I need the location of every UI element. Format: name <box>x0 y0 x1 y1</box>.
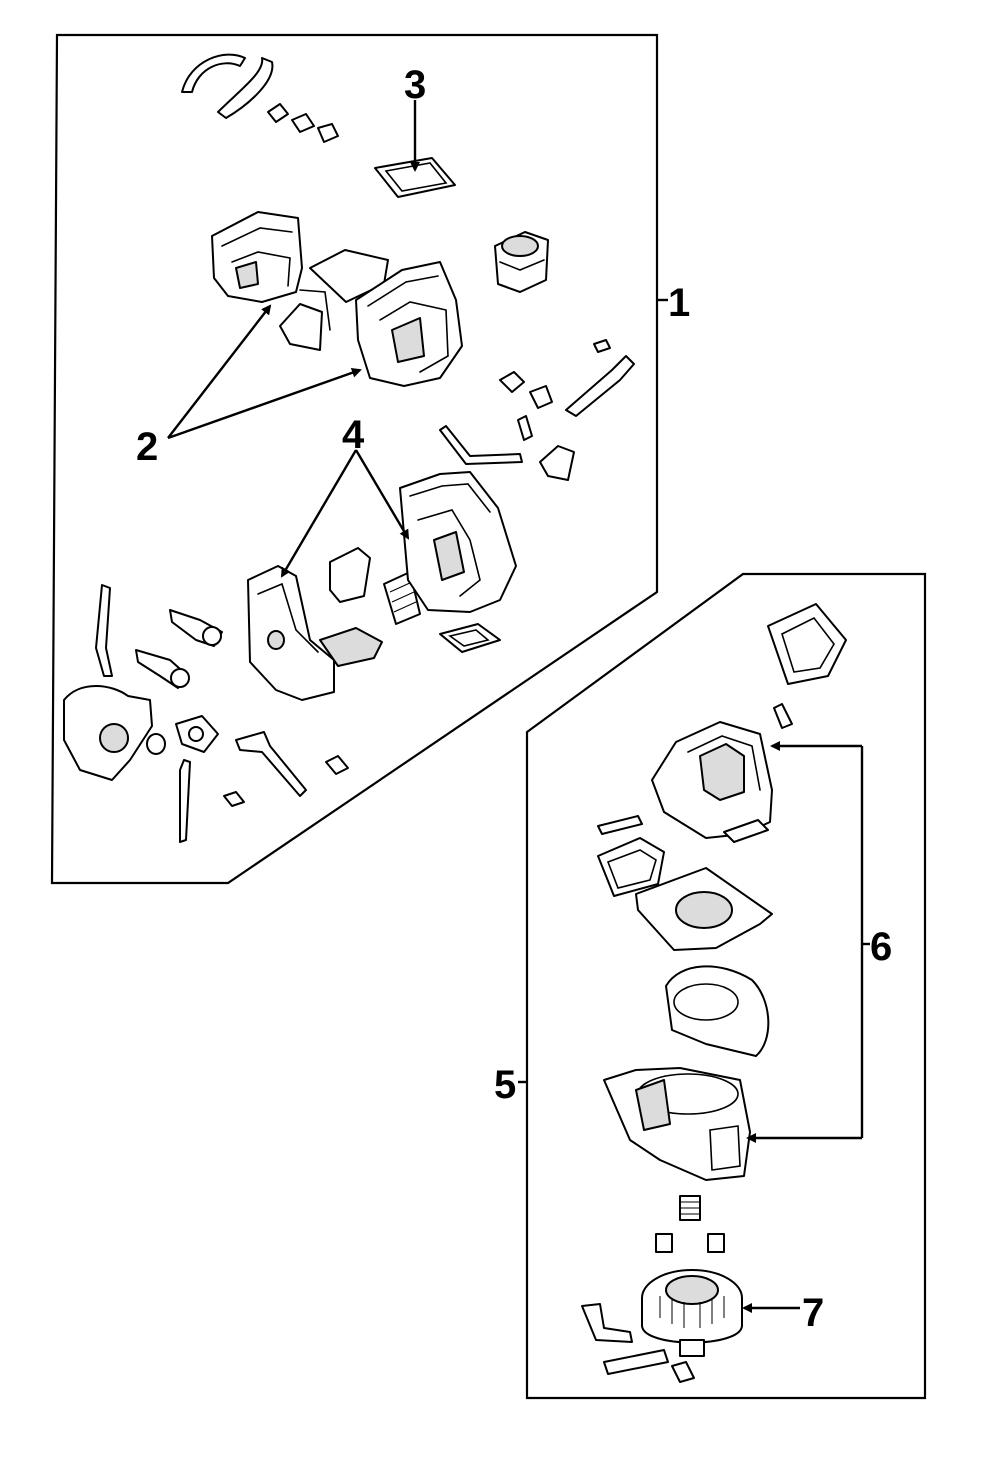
leader-4a <box>280 449 358 578</box>
heater-case-upper-right <box>355 261 463 387</box>
heater-unit-assembly: 1 2 3 4 <box>50 33 690 885</box>
heater-case-lower-right <box>399 471 517 653</box>
blower-case <box>603 1067 751 1181</box>
callout-2: 2 <box>136 425 158 469</box>
blower-motor <box>641 1269 743 1357</box>
leader-2a <box>167 304 272 439</box>
callout-5: 5 <box>494 1063 516 1107</box>
actuator-motor <box>494 231 549 293</box>
clip <box>773 703 793 729</box>
leader-2b <box>167 367 362 440</box>
callout-1: 1 <box>668 281 690 325</box>
heater-case-lower-left <box>247 565 383 701</box>
part-3-seal <box>374 157 456 198</box>
springs <box>655 1195 725 1253</box>
divider-plate <box>279 249 389 351</box>
callout-7: 7 <box>802 1291 824 1335</box>
intake-housing <box>597 721 773 897</box>
leader-4b <box>354 449 410 540</box>
heater-unit-frame <box>50 33 659 885</box>
heater-case-upper-left <box>211 211 303 303</box>
linkage-parts <box>439 339 635 481</box>
callout-3: 3 <box>404 63 426 107</box>
scroll-upper <box>665 965 770 1057</box>
mounting-plate <box>635 867 773 951</box>
callout-4: 4 <box>342 413 365 457</box>
blower-unit-frame <box>525 572 927 1400</box>
door-levers <box>63 584 349 843</box>
duct-seal <box>767 603 847 685</box>
blower-unit-assembly: 5 6 7 <box>494 572 927 1400</box>
callout-6: 6 <box>870 925 892 969</box>
clamp-parts <box>181 53 339 143</box>
motor-wiring <box>581 1303 695 1383</box>
